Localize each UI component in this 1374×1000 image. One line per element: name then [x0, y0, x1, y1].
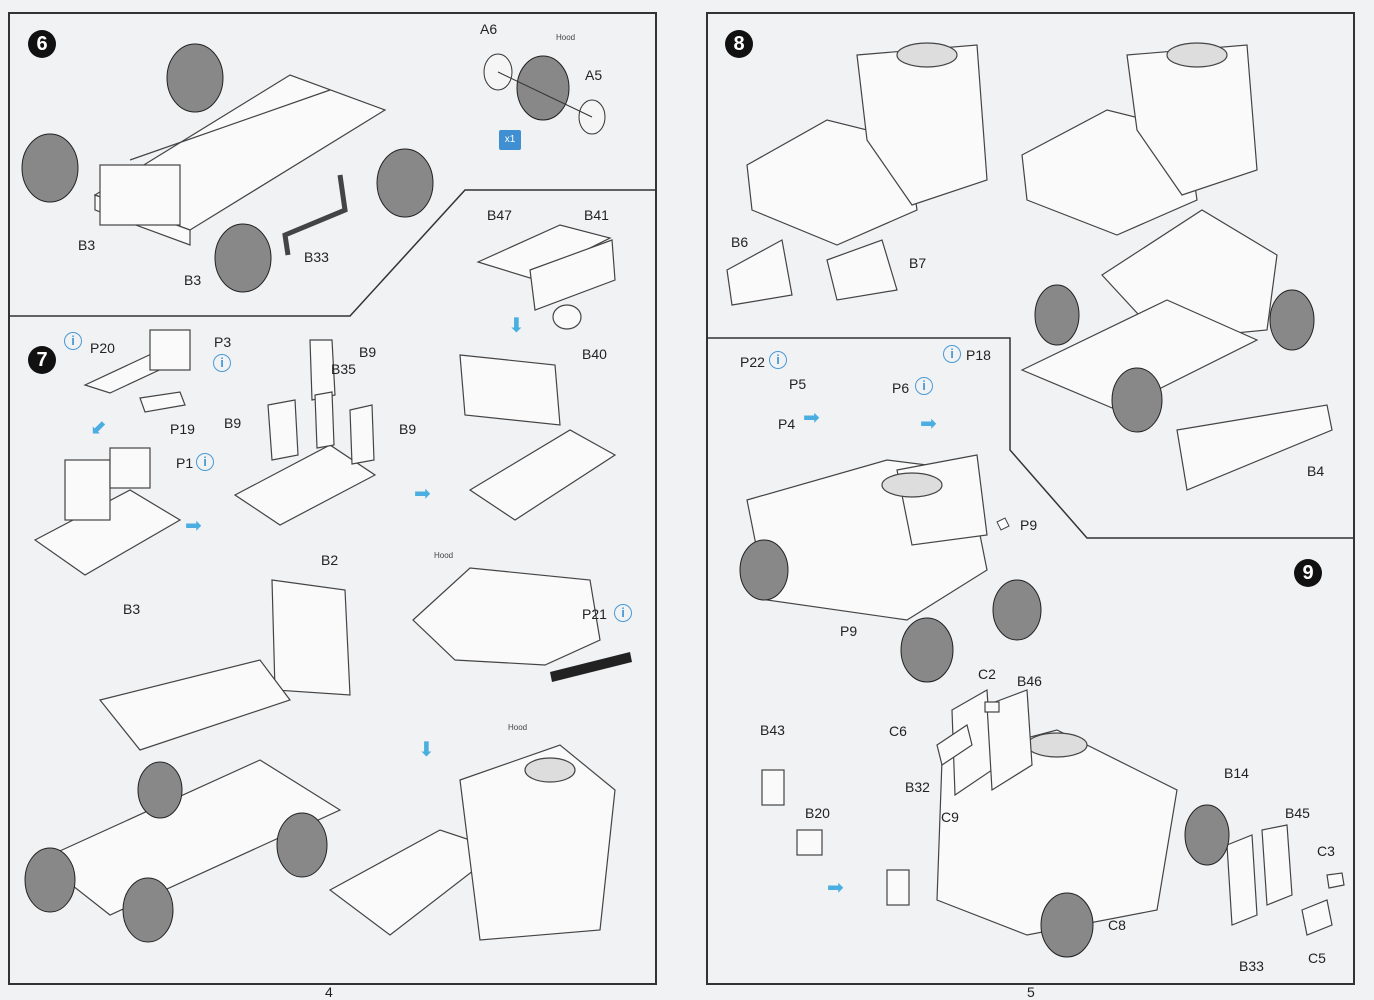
step-number-7: 7: [28, 346, 56, 374]
photo-etch-note-icon: i: [196, 453, 214, 471]
step6-chassis-drawing: [93, 74, 387, 246]
page-right-frame: [706, 12, 1355, 985]
part-label-b46: B46: [1017, 673, 1042, 689]
page-number: 4: [325, 984, 333, 1000]
page-left-frame: [8, 12, 657, 985]
part-label-b20: B20: [805, 805, 830, 821]
part-label-b2: B2: [321, 552, 339, 568]
part-label-hood: Hood: [434, 551, 454, 560]
part-b33-bar: [282, 174, 348, 256]
part-label-c3: C3: [1317, 843, 1335, 859]
photo-etch-note-icon: i: [769, 351, 787, 369]
part-label-p9: P9: [1020, 517, 1038, 533]
photo-etch-note-icon: i: [614, 604, 632, 622]
step-number-8: 8: [725, 30, 753, 58]
photo-etch-note-icon: i: [915, 377, 933, 395]
part-label-p1: P1: [176, 455, 194, 471]
quantity-badge: x1: [499, 130, 521, 150]
part-label-b32: B32: [905, 779, 930, 795]
photo-etch-note-icon: i: [64, 332, 82, 350]
step-number-9: 9: [1294, 559, 1322, 587]
part-label-a6: A6: [480, 21, 498, 37]
page-left-drawings: [9, 43, 656, 943]
part-label-b9: B9: [399, 421, 417, 437]
step6-boundary: [9, 189, 656, 317]
wheel: [376, 148, 434, 218]
wheel: [214, 223, 272, 293]
part-label-b9: B9: [224, 415, 242, 431]
flow-arrow-right-icon: ➡: [920, 413, 937, 435]
part-label-p19: P19: [170, 421, 195, 437]
part-label-p18: P18: [966, 347, 991, 363]
part-label-a5: A5: [585, 67, 603, 83]
part-label-b41: B41: [584, 207, 609, 223]
flow-arrow-right-icon: ➡: [803, 407, 820, 429]
flow-arrow-down-icon: ⬇: [418, 739, 435, 761]
page-right-drawings: [707, 42, 1354, 958]
flow-arrow-right-icon: ➡: [414, 483, 431, 505]
part-label-b40: B40: [582, 346, 607, 362]
part-label-p22: P22: [740, 354, 765, 370]
step8-drawings: [726, 42, 1345, 936]
wheel: [21, 133, 79, 203]
part-label-c8: C8: [1108, 917, 1126, 933]
part-label-b4: B4: [1307, 463, 1325, 479]
part-label-hood: Hood: [508, 723, 528, 732]
step7-wheels: [24, 761, 328, 943]
part-label-b43: B43: [760, 722, 785, 738]
part-label-b47: B47: [487, 207, 512, 223]
photo-etch-note-icon: i: [213, 354, 231, 372]
part-label-p3: P3: [214, 334, 232, 350]
flow-arrow-diag-icon: ⬋: [90, 417, 107, 439]
part-label-p4: P4: [778, 416, 796, 432]
part-label-p9: P9: [840, 623, 858, 639]
page-number: 5: [1027, 984, 1035, 1000]
part-label-b3: B3: [123, 601, 141, 617]
step6-wheels: [21, 43, 606, 293]
flow-arrow-right-icon: ➡: [185, 515, 202, 537]
part-label-b14: B14: [1224, 765, 1249, 781]
part-label-p5: P5: [789, 376, 807, 392]
part-label-b33: B33: [304, 249, 329, 265]
photo-etch-note-icon: i: [943, 345, 961, 363]
part-label-b35: B35: [331, 361, 356, 377]
part-label-c6: C6: [889, 723, 907, 739]
part-label-p21: P21: [582, 606, 607, 622]
step-number-6: 6: [28, 30, 56, 58]
wheel: [516, 55, 570, 121]
step8-wheels: [739, 284, 1315, 958]
part-label-c2: C2: [978, 666, 996, 682]
flow-arrow-right-icon: ➡: [827, 877, 844, 899]
page-right: 8 9 B6 B7 B4 P22 i P5 P6 i i P18 P4 ➡ ➡ …: [687, 0, 1374, 1000]
part-label-b7: B7: [909, 255, 927, 271]
part-label-c9: C9: [941, 809, 959, 825]
flow-arrow-down-icon: ⬇: [508, 315, 525, 337]
part-label-c5: C5: [1308, 950, 1326, 966]
page-left: 6 7 A6 Hood A5 x1 B3 B3 B33 i P20 P3 i P…: [8, 12, 657, 1000]
part-label-b3: B3: [78, 237, 96, 253]
step8-boundary: [707, 337, 1354, 539]
part-label-b9: B9: [359, 344, 377, 360]
part-label-b6: B6: [731, 234, 749, 250]
step7-drawings: [33, 224, 617, 941]
part-label-b33: B33: [1239, 958, 1264, 974]
wheel: [166, 43, 224, 113]
part-p21-mesh: [550, 652, 632, 682]
part-p9: [996, 517, 1010, 531]
part-label-p20: P20: [90, 340, 115, 356]
part-label-p6: P6: [892, 380, 910, 396]
part-label-hood: Hood: [556, 33, 576, 42]
part-label-b45: B45: [1285, 805, 1310, 821]
part-label-b3: B3: [184, 272, 202, 288]
